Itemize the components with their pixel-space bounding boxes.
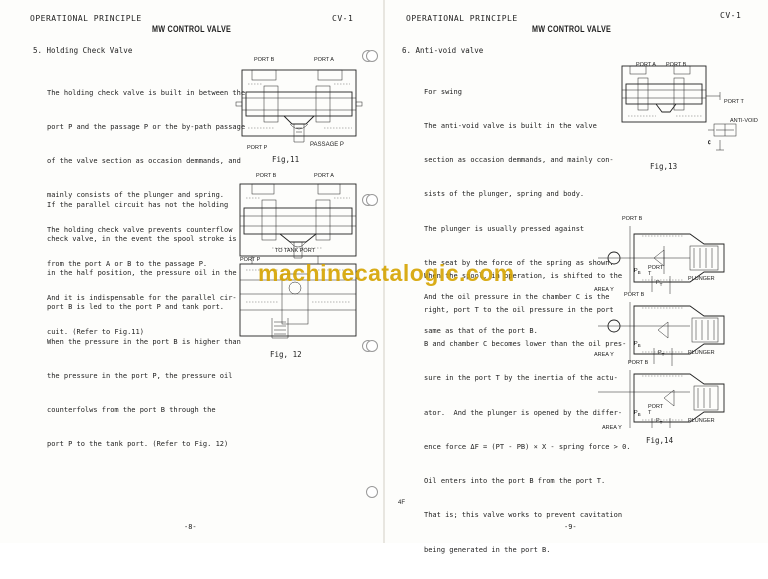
fig14-label-pt: PT	[656, 280, 663, 288]
fig11-label-port-a: PORT A	[314, 57, 334, 63]
fig14-section-3	[598, 370, 725, 428]
text-line: For swing	[424, 87, 462, 96]
watermark: machinecatalogic.com	[258, 260, 515, 286]
text-line: Oil enters into the port B from the port…	[424, 477, 606, 486]
text-line: same as that of the port B.	[424, 327, 538, 336]
text-line: The anti-void valve is built in the valv…	[424, 122, 597, 131]
text-line: port P to the tank port. (Refer to Fig. …	[47, 440, 229, 449]
text-line: ence force ΔF = (PT - PB) × X - spring f…	[424, 442, 631, 451]
text-line: If the parallel circuit has not the hold…	[47, 200, 229, 209]
fig14-section-2	[598, 302, 725, 366]
fig14-drawing	[598, 226, 725, 428]
fig11-drawing	[235, 69, 363, 143]
left-title: MW CONTROL VALVE	[152, 24, 232, 34]
fig14-label-pb: PB	[634, 341, 641, 349]
fig13-drawing: C	[621, 65, 737, 151]
right-page: OPERATIONAL PRINCIPLE MW CONTROL VALVE C…	[366, 0, 768, 554]
fig11-label-passage-p: PASSAGE P	[310, 142, 344, 148]
text-line: mainly consists of the plunger and sprin…	[47, 191, 225, 200]
binder-hole	[366, 50, 378, 62]
fig13-label-port-b: PORT B	[666, 62, 687, 68]
fig11-label-port-p: PORT P	[247, 145, 268, 151]
text-line: in the half position, the pressure oil i…	[47, 269, 237, 278]
text-line: When the pressure in the port B is highe…	[47, 337, 241, 346]
fig14-label-pb: PB	[634, 268, 641, 276]
right-paragraph-2: When the spool, in operation, is shifted…	[424, 248, 631, 579]
text-line: port B is led to the port P and tank por…	[47, 303, 225, 312]
fig14-section-1	[598, 226, 725, 294]
fig14-label-area-y: AREA Y	[594, 352, 614, 358]
text-line: port P and the passage P or the by-path …	[47, 123, 246, 132]
text-line: section as occasion demmands, and mainly…	[424, 156, 614, 165]
fig14-label-area-y: AREA Y	[594, 287, 614, 293]
text-line: sure in the port T by the inertia of the…	[424, 374, 618, 383]
left-header: OPERATIONAL PRINCIPLE	[30, 14, 142, 23]
text-line: The holding check valve is built in betw…	[47, 88, 246, 97]
right-section-heading: 6. Anti-void valve	[402, 46, 484, 55]
text-line: The plunger is usually pressed against	[424, 224, 585, 233]
fig14-label-port-b: PORT B	[628, 360, 649, 366]
text-line: the seat by the force of the spring as s…	[424, 258, 614, 267]
fig14-label-port-b: PORT B	[622, 216, 643, 222]
svg-text:C: C	[708, 140, 711, 145]
text-line: being generated in the port B.	[424, 545, 551, 554]
fig12-label-port-b: PORT B	[256, 173, 277, 179]
text-line: The holding check valve prevents counter…	[47, 225, 233, 234]
left-page-number: -8-	[184, 523, 197, 531]
margin-mark: 4F	[398, 500, 406, 506]
page-gutter	[383, 0, 385, 543]
text-line: ator. And the plunger is opened by the d…	[424, 408, 623, 417]
text-line: And the oil pressure in the chamber C is…	[424, 293, 610, 302]
text-line: And it is indispensable for the parallel…	[47, 294, 237, 303]
left-code: CV-1	[332, 14, 354, 23]
fig12-label-port-a: PORT A	[314, 173, 334, 179]
text-line: cuit. (Refer to Fig.11)	[47, 328, 144, 337]
text-line: counterfolws from the port B through the	[47, 406, 216, 415]
fig14-label-pt: PT	[658, 350, 665, 358]
text-line: B and chamber C becomes lower than the o…	[424, 340, 627, 349]
right-paragraph-1: For swing The anti-void valve is built i…	[424, 64, 614, 361]
fig12-label-port-p: PORT P	[240, 257, 261, 263]
right-code: CV-1	[720, 11, 742, 20]
fig14-label-port-b: PORT B	[624, 292, 645, 298]
binder-hole	[366, 486, 378, 498]
right-header: OPERATIONAL PRINCIPLE	[406, 14, 518, 23]
fig14-caption: Fig,14	[646, 436, 674, 445]
left-paragraph-2: If the parallel circuit has not the hold…	[47, 177, 241, 474]
document-spread: OPERATIONAL PRINCIPLE MW CONTROL VALVE C…	[0, 0, 768, 554]
fig14-label-plunger: PLUNGER	[688, 418, 715, 424]
binder-hole	[366, 340, 378, 352]
fig14-label-plunger: PLUNGER	[688, 350, 715, 356]
text-line: from the port A or B to the passage P.	[47, 259, 208, 268]
fig14-label-plunger: PLUNGER	[688, 276, 715, 282]
fig14-label-pb: PB	[634, 410, 641, 418]
binder-hole	[366, 194, 378, 206]
fig12-label-to-tank: TO TANK PORT	[275, 248, 315, 254]
text-line: sists of the plunger, spring and body.	[424, 190, 585, 199]
text-line: right, port T to the oil pressure in the…	[424, 306, 614, 315]
text-line: That is; this valve works to prevent cav…	[424, 511, 623, 520]
text-line: check valve, in the event the spool stro…	[47, 235, 237, 244]
fig12-caption: Fig, 12	[270, 350, 302, 359]
text-line: of the valve section as occasion demmand…	[47, 157, 241, 166]
fig13-caption: Fig,13	[650, 162, 678, 171]
fig14-label-pt: PT	[656, 418, 663, 426]
fig13-label-anti-void: ANTI-VOID	[730, 118, 758, 124]
right-title: MW CONTROL VALVE	[532, 24, 612, 34]
fig11-label-port-b: PORT B	[254, 57, 275, 63]
fig13-label-port-t: PORT T	[724, 99, 744, 105]
text-line: the pressure in the port P, the pressure…	[47, 371, 233, 380]
left-section-heading: 5. Holding Check Valve	[33, 46, 133, 55]
fig12-drawing	[239, 183, 357, 339]
fig11-caption: Fig,11	[272, 155, 300, 164]
left-page: OPERATIONAL PRINCIPLE MW CONTROL VALVE C…	[0, 0, 384, 543]
right-page-number: -9-	[564, 523, 577, 531]
fig13-label-port-a: PORT A	[636, 62, 656, 68]
fig14-label-area-y: AREA Y	[602, 425, 622, 431]
left-paragraph-1: The holding check valve is built in betw…	[47, 65, 245, 362]
text-line: When the spool, in operation, is shifted…	[424, 271, 623, 280]
